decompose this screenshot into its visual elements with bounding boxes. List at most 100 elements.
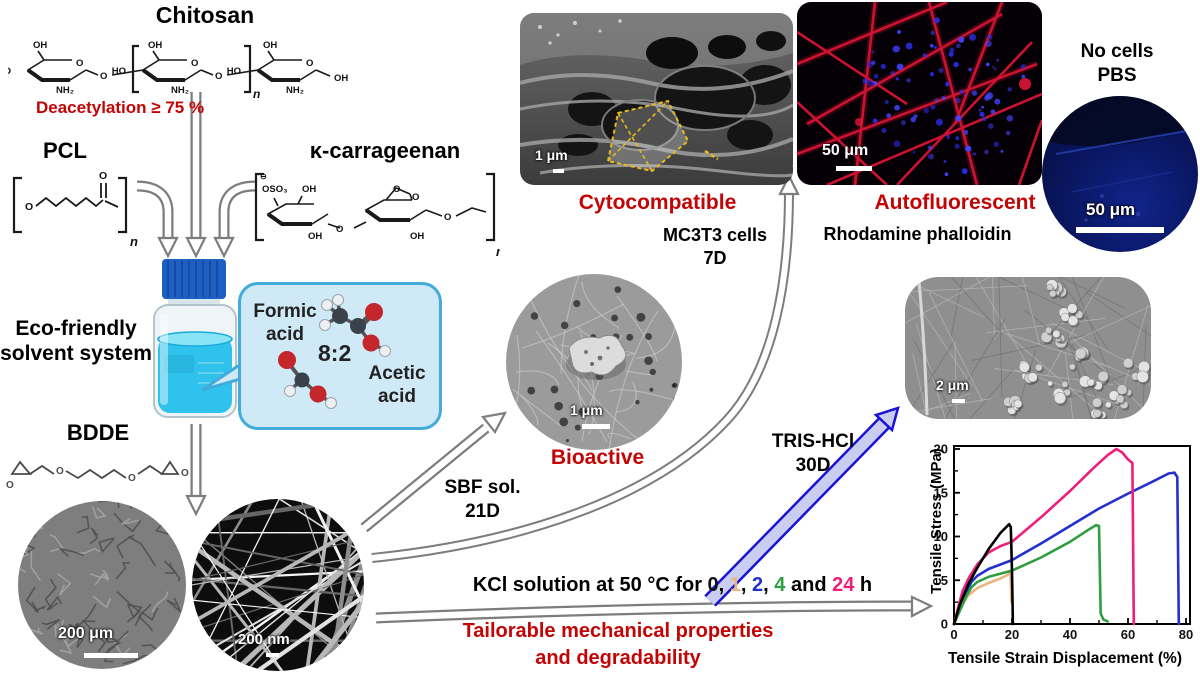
svg-text:0: 0: [950, 627, 957, 642]
chem-label: HO: [112, 66, 126, 77]
chem-label: OSO₃: [262, 184, 288, 195]
auto-scale-bar: [836, 166, 872, 171]
fibers-scale-bar: [266, 653, 279, 657]
sem-cytocompatible-image: 1 μm: [520, 13, 793, 185]
carrageenan-title: κ-carrageenan: [309, 138, 461, 163]
no-cells-label: No cells PBS: [1052, 40, 1182, 88]
sem-film-image: 200 μm: [18, 501, 186, 669]
chem-label: OH: [33, 40, 47, 51]
chem-label: OH: [302, 184, 316, 195]
chem-label: O: [56, 466, 64, 477]
chem-label: OH: [334, 73, 348, 84]
sbf-condition-label: SBF sol. 21D: [425, 476, 540, 524]
bioactive-scale-label: 1 μm: [570, 402, 603, 418]
autofluorescent-label: Autofluorescent: [874, 191, 1036, 214]
chem-label: O: [128, 473, 136, 484]
tailorable-line2: and degradability: [535, 647, 701, 669]
chem-label-n: n: [253, 87, 260, 98]
mc3t3-line2: 7D: [703, 248, 727, 268]
chem-label: HO: [8, 66, 11, 77]
chitosan-title: Chitosan: [155, 2, 255, 28]
chem-label: OH: [410, 231, 424, 242]
sem-fibers-image: 200 nm: [192, 499, 364, 671]
acetic-line1: Acetic: [368, 363, 426, 384]
auto-scale-label: 50 μm: [822, 142, 869, 159]
eco-line2: solvent system: [0, 342, 152, 365]
kcl-text: KCl solution at 50 °C for 0, 1, 2, 4 and…: [472, 574, 873, 596]
eco-solvent-label: Eco-friendly solvent system: [0, 316, 152, 366]
chem-label: O: [215, 71, 222, 82]
svg-text:80: 80: [1179, 627, 1193, 642]
chem-label: O: [191, 58, 198, 69]
svg-text:5: 5: [941, 573, 948, 588]
mc3t3-line1: MC3T3 cells: [662, 225, 768, 245]
chem-label: O: [100, 71, 107, 82]
chem-label: O: [393, 184, 400, 195]
chem-label: OH: [263, 40, 277, 51]
chart-x-axis-label: Tensile Strain Displacement (%): [948, 650, 1182, 667]
formic-line1: Formic: [253, 301, 317, 322]
bdde-structure: O O O O: [6, 460, 189, 491]
film-scale-bar: [84, 653, 138, 658]
ratio-label: 8:2: [318, 340, 352, 366]
svg-text:10: 10: [934, 529, 948, 544]
chem-label: O: [306, 58, 313, 69]
tris-line1: TRIS-HCl: [771, 431, 855, 452]
cyto-scale-label: 1 μm: [535, 147, 568, 163]
chem-label: ⊖: [260, 172, 267, 181]
solvent-bottle: [153, 259, 237, 418]
chem-label-n: n: [496, 244, 500, 259]
cytocompatible-label: Cytocompatible: [578, 191, 737, 214]
rhodamine-label: Rhodamine phalloidin: [823, 224, 1012, 244]
chem-label: NH₂: [56, 85, 74, 96]
mc3t3-condition-label: MC3T3 cells 7D: [650, 224, 780, 270]
chem-label: O: [99, 170, 107, 182]
sbf-line2: 21D: [465, 501, 500, 522]
tris-line2: 30D: [795, 455, 831, 476]
formic-line2: acid: [265, 324, 305, 345]
tris-scale-label: 2 μm: [936, 377, 969, 393]
chem-label: NH₂: [171, 85, 189, 96]
chem-label: HO: [227, 66, 241, 77]
acetic-line2: acid: [377, 386, 417, 407]
svg-text:20: 20: [934, 442, 948, 457]
pbs-scale-label: 50 μm: [1086, 200, 1136, 219]
svg-text:0: 0: [941, 617, 948, 632]
tris-condition-label: TRIS-HCl 30D: [738, 430, 888, 478]
chitosan-structure: OH OH OH HO HO HO NH₂ NH₂ NH₂ O O O O O …: [8, 40, 348, 98]
formic-acid-label: Formic acid: [248, 300, 322, 346]
bioactive-label: Bioactive: [550, 446, 645, 469]
svg-text:40: 40: [1063, 627, 1077, 642]
eco-line1: Eco-friendly: [15, 317, 137, 340]
chem-label: O: [6, 480, 14, 491]
tailorable-line1: Tailorable mechanical properties: [462, 620, 774, 642]
cyto-scale-bar: [553, 169, 564, 173]
crystal-outline-icon: [606, 99, 719, 173]
bdde-title: BDDE: [66, 420, 130, 445]
chem-label: O: [76, 58, 83, 69]
chart-y-axis-label: Tensile Stress (MPa): [928, 448, 945, 594]
chem-label-n: n: [130, 234, 138, 249]
pbs-scale-bar: [1076, 227, 1164, 233]
acetic-acid-label: Acetic acid: [362, 362, 432, 408]
pbs-control-image: 50 μm: [1042, 96, 1198, 252]
chem-label: NH₂: [286, 85, 304, 96]
nocells-line1: No cells: [1080, 41, 1154, 62]
svg-text:60: 60: [1121, 627, 1135, 642]
deacetylation-note: Deacetylation ≥ 75 %: [36, 98, 205, 117]
fluorescence-image: 50 μm: [797, 2, 1042, 185]
chem-label: OH: [148, 40, 162, 51]
arrow-kcl-icon: [375, 595, 934, 624]
bioactive-scale-bar: [582, 424, 610, 429]
nocells-line2: PBS: [1097, 65, 1137, 86]
sem-bioactive-image: 1 μm: [506, 274, 682, 450]
chem-label: OH: [308, 231, 322, 242]
apatite-cluster-icon: [566, 334, 627, 380]
chem-label: O: [444, 212, 451, 223]
chem-label: O: [25, 201, 33, 213]
chem-label: O: [412, 192, 419, 203]
carrageenan-structure: OSO₃ ⊖ OH OH O O O OH O n: [254, 172, 500, 259]
sem-tris-image: 2 μm: [905, 277, 1151, 419]
